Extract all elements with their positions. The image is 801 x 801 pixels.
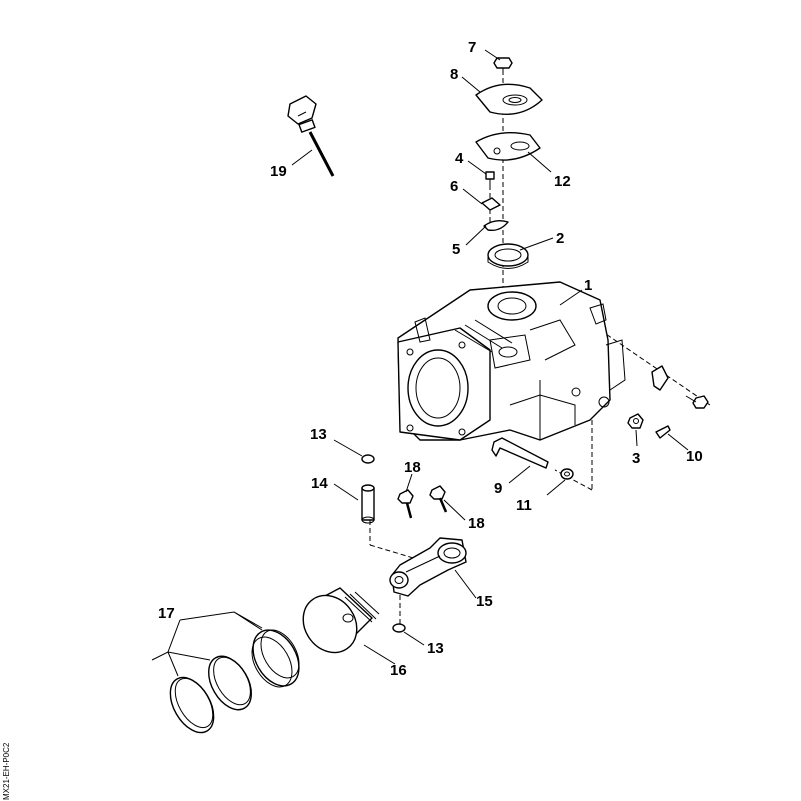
callout-7: 7: [468, 39, 476, 56]
part-2-oil-seal: [487, 243, 529, 269]
callout-19: 19: [270, 163, 287, 180]
part-1-crankcase: [397, 281, 626, 441]
callout-2: 2: [556, 230, 564, 247]
part-19-dipstick: [287, 95, 335, 177]
callout-3: 3: [632, 450, 640, 467]
part-13-clip-upper: [361, 454, 375, 464]
callout-16: 16: [390, 662, 407, 679]
part-17-piston-rings: [169, 629, 300, 734]
part-6-plate: [481, 197, 501, 211]
callout-13-lower: 13: [427, 640, 444, 657]
part-16-piston: [302, 587, 380, 654]
part-18-bolt-left: [397, 489, 414, 519]
part-12-gasket: [475, 132, 541, 161]
part-13-clip-lower: [392, 623, 406, 633]
part-18-bolt-right: [429, 485, 448, 513]
leader-lines: [151, 49, 689, 677]
part-14-piston-pin: [361, 484, 375, 524]
part-15-connecting-rod: [389, 537, 467, 597]
callout-13-upper: 13: [310, 426, 327, 443]
callout-12: 12: [554, 173, 571, 190]
callout-18-upper: 18: [404, 459, 421, 476]
callout-labels: 7 8 4 6 5 2 12 1 19 3 10 9 11 13 14 18 1…: [158, 39, 703, 679]
part-7-bolt: [493, 57, 513, 74]
callout-10: 10: [686, 448, 703, 465]
figure-code: MX21-EH-P0C2: [2, 742, 11, 800]
part-9-shaft: [491, 437, 549, 469]
callout-18-lower: 18: [468, 515, 485, 532]
callout-1: 1: [584, 277, 592, 294]
part-4-screw: [485, 171, 495, 186]
part-10-key: [655, 425, 671, 439]
callout-4: 4: [455, 150, 464, 167]
callout-15: 15: [476, 593, 493, 610]
part-8-cover-plate: [475, 83, 543, 115]
callout-8: 8: [450, 66, 458, 83]
part-11-washer: [560, 468, 574, 480]
callout-6: 6: [450, 178, 458, 195]
callout-9: 9: [494, 480, 502, 497]
callout-5: 5: [452, 241, 460, 258]
part-3-nut: [627, 413, 644, 429]
callout-14: 14: [311, 475, 328, 492]
callout-11: 11: [516, 497, 532, 514]
callout-17: 17: [158, 605, 175, 622]
part-5-washer: [483, 219, 509, 232]
bracket-and-bolt: [651, 365, 709, 409]
